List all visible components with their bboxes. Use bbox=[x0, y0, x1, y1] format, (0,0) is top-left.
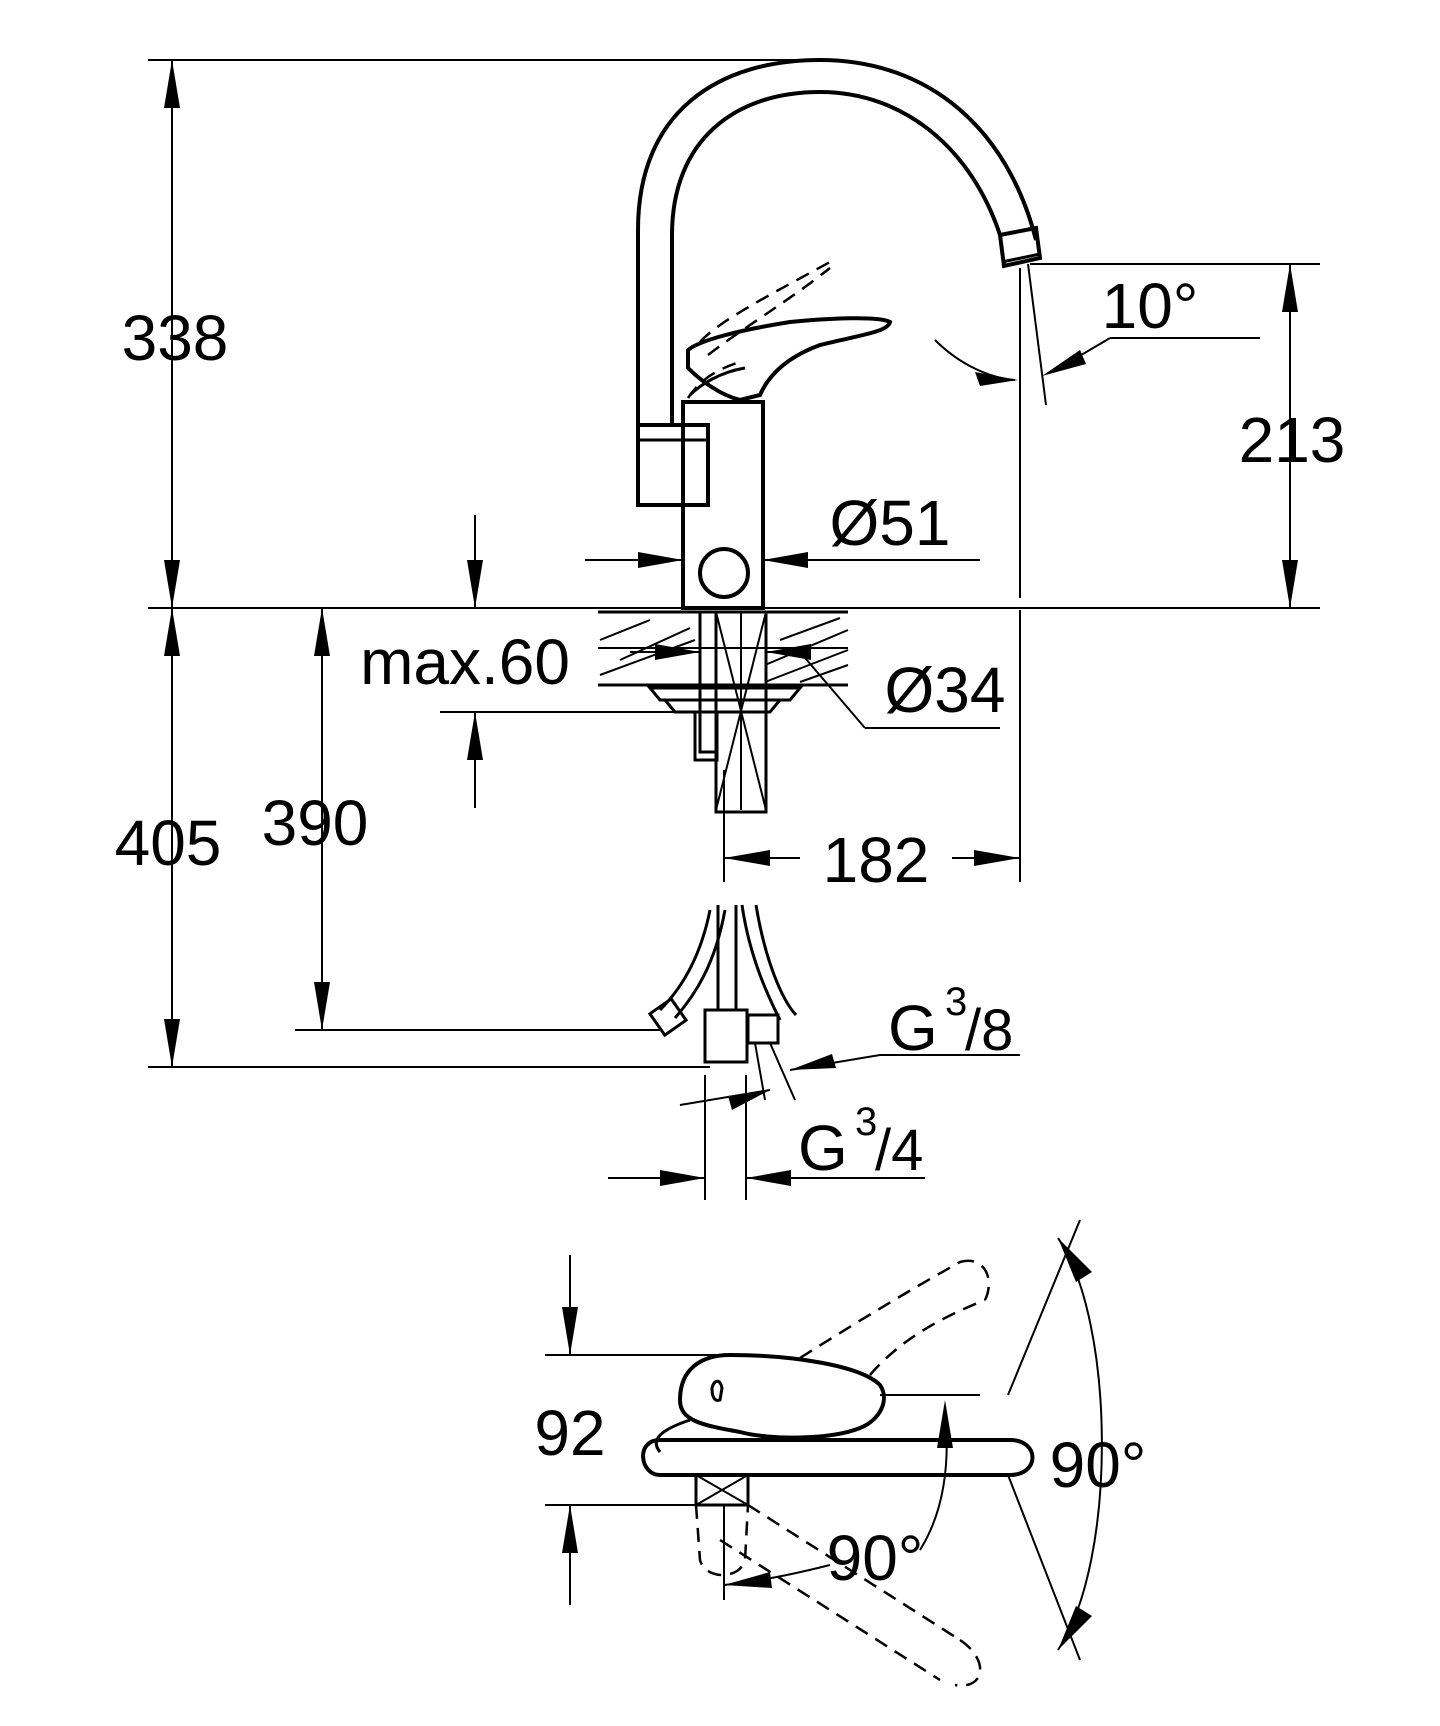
dim-338: 338 bbox=[122, 60, 229, 608]
elevation-view: 338 213 10° bbox=[115, 57, 1346, 1200]
dim-label-g34-num: 3 bbox=[855, 1100, 877, 1144]
dim-o51: Ø51 bbox=[585, 487, 980, 568]
mixer-body bbox=[636, 400, 765, 610]
plan-lever bbox=[677, 1259, 991, 1440]
dim-label-max60: max.60 bbox=[360, 626, 570, 698]
lever bbox=[686, 260, 893, 403]
dim-label-g38-num: 3 bbox=[945, 980, 967, 1024]
dim-max60: max.60 bbox=[360, 515, 680, 808]
spout-angle: 10° bbox=[934, 263, 1260, 598]
plan-swivel-dashed bbox=[694, 1503, 982, 1687]
dim-label-90deg-b: 90° bbox=[827, 1522, 924, 1594]
dim-92: 92 bbox=[534, 1255, 740, 1605]
dim-label-g38-den: /8 bbox=[965, 998, 1013, 1063]
dim-label-213: 213 bbox=[1239, 404, 1346, 476]
dim-o34: Ø34 bbox=[630, 644, 1006, 729]
shank-and-hoses bbox=[646, 610, 804, 814]
plan-spout bbox=[641, 1418, 1035, 1507]
dim-label-g34-den: /4 bbox=[875, 1118, 923, 1183]
dim-182: 182 bbox=[723, 610, 1021, 896]
dim-label-g34: G bbox=[798, 1112, 848, 1184]
dim-label-338: 338 bbox=[122, 302, 229, 374]
dim-label-g38: G bbox=[888, 992, 938, 1064]
plan-view: 92 bbox=[534, 1219, 1147, 1687]
dim-label-405: 405 bbox=[115, 807, 222, 879]
spout bbox=[636, 57, 1043, 425]
dim-label-390: 390 bbox=[262, 787, 369, 859]
dim-g38: G 3 /8 bbox=[679, 980, 1020, 1110]
dim-spout-swivel: 90° bbox=[723, 1400, 953, 1600]
dim-lever-rotation: 90° bbox=[1007, 1219, 1147, 1661]
dim-213: 213 bbox=[1239, 264, 1346, 608]
dim-390: 390 bbox=[262, 608, 660, 1031]
dim-label-o51: Ø51 bbox=[830, 487, 951, 559]
dim-label-10deg: 10° bbox=[1102, 270, 1199, 342]
hose-ends bbox=[647, 904, 798, 1101]
dim-405: 405 bbox=[115, 608, 710, 1068]
dim-label-182: 182 bbox=[823, 824, 930, 896]
dim-label-90deg-a: 90° bbox=[1050, 1429, 1147, 1501]
dim-label-92: 92 bbox=[534, 1397, 605, 1469]
dim-g34: G 3 /4 bbox=[608, 1075, 925, 1200]
dim-label-o34: Ø34 bbox=[885, 654, 1006, 726]
